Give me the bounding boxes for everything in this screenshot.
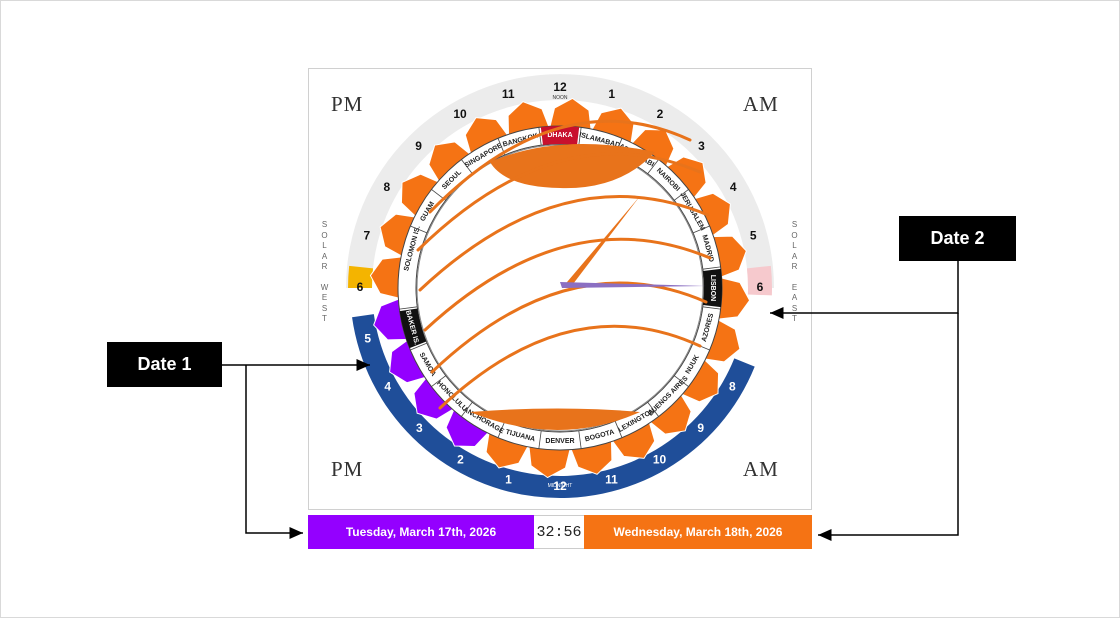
date-2-label: Wednesday, March 18th, 2026 — [584, 515, 812, 549]
hour-numeral: 8 — [729, 380, 736, 394]
city-divider — [702, 306, 721, 310]
city-divider — [410, 342, 428, 351]
hour-numeral: 9 — [697, 421, 704, 435]
clock-minute-hand — [560, 282, 706, 288]
city-divider — [399, 306, 418, 310]
hour-numeral: 7 — [749, 332, 756, 346]
date-1-label: Tuesday, March 17th, 2026 — [308, 515, 534, 549]
city-divider — [461, 401, 473, 417]
corner-am-bottom: AM — [743, 457, 779, 481]
city-divider — [692, 225, 710, 234]
hour-numeral: 12 — [553, 479, 567, 493]
city-highlight — [399, 308, 427, 349]
city-divider — [614, 420, 623, 438]
hour-numeral: 7 — [363, 228, 370, 242]
globe-polar-cap-bottom — [470, 408, 640, 430]
outer-ring-navy — [352, 314, 755, 499]
midnight-label: MIDNIGHT — [548, 483, 573, 489]
hour-numeral: 12 — [553, 80, 567, 94]
hour-numeral: 8 — [383, 180, 390, 194]
callout-date-1: Date 1 — [107, 342, 222, 387]
city-label: DHAKA — [547, 132, 572, 139]
globe-latitude-arc — [428, 119, 692, 214]
city-label: LISBON — [709, 275, 716, 301]
noon-label: NOON — [553, 95, 568, 101]
clock-hour-hand — [562, 196, 640, 288]
city-divider — [578, 430, 582, 449]
city-divider — [461, 159, 473, 175]
callout-date-2: Date 2 — [899, 216, 1016, 261]
hour-numeral: 2 — [457, 453, 464, 467]
hour-numeral: 3 — [416, 421, 423, 435]
hour-numeral: 11 — [605, 472, 618, 486]
globe-latitude-arc — [416, 152, 702, 252]
city-divider — [431, 375, 447, 387]
globe-latitude-arc — [430, 281, 708, 374]
hour-numeral: 10 — [653, 453, 667, 467]
city-divider — [578, 127, 582, 146]
corner-pm-bottom: PM — [331, 457, 364, 481]
outer-ring-grey — [346, 74, 774, 289]
city-divider — [410, 225, 428, 234]
city-label: DENVER — [545, 438, 574, 445]
corner-pm-top: PM — [331, 92, 364, 116]
hour-numeral: 11 — [502, 87, 515, 101]
hour-numeral: 6 — [357, 280, 364, 294]
time-readout: 32:56 — [534, 515, 584, 549]
hour-numeral: 2 — [657, 107, 664, 121]
city-divider — [497, 420, 506, 438]
hour-numeral: 3 — [698, 139, 705, 153]
city-divider — [673, 375, 689, 387]
hour-numeral: 4 — [384, 380, 391, 394]
city-divider — [538, 127, 542, 146]
hour-numeral: 1 — [505, 472, 512, 486]
date-bar: Tuesday, March 17th, 2026 32:56 Wednesda… — [308, 515, 812, 549]
city-divider — [647, 159, 659, 175]
globe-latitude-arc — [423, 237, 712, 332]
hour-numeral: 5 — [364, 332, 371, 346]
city-highlight — [702, 268, 723, 308]
solar-west-marker — [348, 265, 374, 288]
city-divider — [673, 189, 689, 201]
city-divider — [702, 266, 721, 270]
hour-numeral: 4 — [730, 180, 737, 194]
hour-numeral: 1 — [608, 87, 615, 101]
globe-latitude-arc — [418, 195, 710, 292]
globe-latitude-arc — [438, 324, 702, 410]
hour-numeral: 10 — [453, 107, 467, 121]
city-divider — [647, 401, 659, 417]
hour-numeral: 9 — [415, 139, 422, 153]
city-divider — [538, 430, 542, 449]
corner-am-top: AM — [743, 92, 779, 116]
hour-numeral: 5 — [750, 228, 757, 242]
solar-east-marker — [746, 265, 772, 296]
hour-numeral: 6 — [757, 280, 764, 294]
